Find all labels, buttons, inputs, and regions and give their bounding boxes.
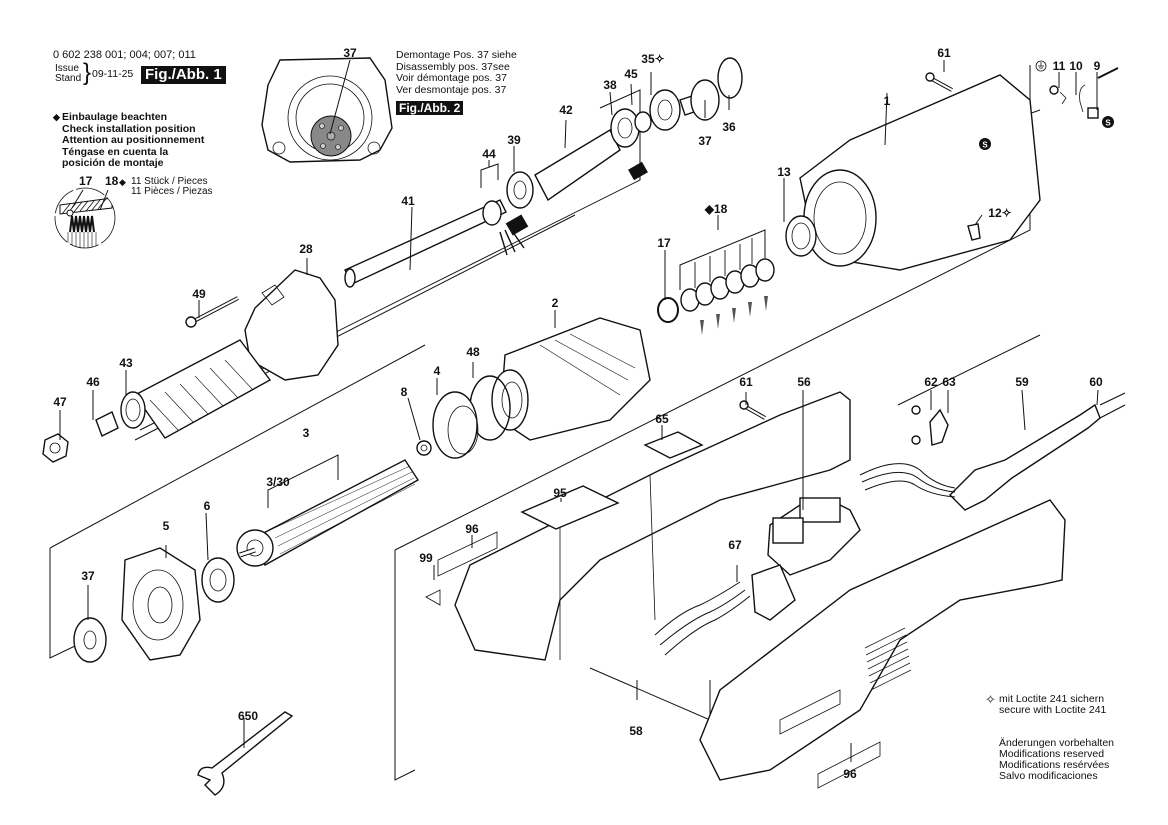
modifications-line: Modifications resérvées [999, 759, 1110, 771]
label-56: 56 [797, 375, 811, 389]
label-60: 60 [1089, 375, 1103, 389]
label-6: 6 [204, 499, 211, 513]
label-3-30: 3/30 [266, 475, 290, 489]
label-48: 48 [466, 345, 480, 359]
label-45: 45 [624, 67, 638, 81]
installation-note-line: posición de montaje [62, 157, 164, 169]
label-42: 42 [559, 103, 573, 117]
diamond-bullet-icon: ◆ [53, 112, 60, 122]
disassembly-note-line: Voir démontage pos. 37 [396, 72, 507, 84]
label-12: 12✧ [988, 206, 1011, 220]
detail-inset-icon [54, 187, 116, 249]
label-36: 36 [722, 120, 736, 134]
label-37-fig2: 37 [343, 46, 357, 60]
motor-housing: S S [785, 67, 1119, 271]
inset-label-17: 17 [79, 174, 93, 188]
label-58: 58 [629, 724, 643, 738]
label-13: 13 [777, 165, 791, 179]
label-47: 47 [53, 395, 67, 409]
label-67: 67 [728, 538, 742, 552]
nose-housing [42, 269, 339, 463]
label-41: 41 [401, 194, 415, 208]
installation-note-line: Attention au positionnement [62, 134, 205, 146]
label-28: 28 [299, 242, 313, 256]
s-badge-icon: S [1105, 119, 1111, 128]
issue-date: 09-11-25 [92, 68, 134, 80]
label-37-top: 37 [698, 134, 712, 148]
label-17: 17 [657, 236, 671, 250]
rear-end-assembly [73, 547, 294, 796]
loctite-line-2: secure with Loctite 241 [999, 704, 1107, 716]
label-37-bottom: 37 [81, 569, 95, 583]
label-2: 2 [552, 296, 559, 310]
issue-label: Issue [55, 63, 79, 74]
label-46: 46 [86, 375, 100, 389]
inset-label-18: 18 [105, 174, 119, 188]
part-labels: 37 61 11 10 9 35✧ 45 38 42 36 37 1 13 12… [53, 46, 1103, 781]
label-39: 39 [507, 133, 521, 147]
s-badge-icon: S [982, 141, 988, 150]
installation-note-line: Check installation position [62, 122, 196, 135]
installation-note-line: Einbaulage beachten [62, 111, 168, 123]
lower-housing [425, 391, 861, 661]
end-plate-fig2 [261, 57, 393, 163]
disassembly-note-line: Disassembly pos. 37see [396, 60, 510, 73]
part-numbers: 0 602 238 001; 004; 007; 011 [53, 49, 196, 61]
brace: } [83, 59, 92, 86]
loctite-line-1: mit Loctite 241 sichern [999, 693, 1105, 705]
label-10: 10 [1069, 59, 1083, 73]
loctite-star-icon: ✧ [985, 692, 996, 707]
label-96-bottom: 96 [843, 767, 857, 781]
label-59: 59 [1015, 375, 1029, 389]
label-5: 5 [163, 519, 170, 533]
label-4: 4 [434, 364, 441, 378]
installation-note-line: Téngase en cuenta la [62, 145, 169, 158]
figure-badge-2: Fig./Abb. 2 [396, 101, 464, 115]
modifications-line: Änderungen vorbehalten [999, 737, 1115, 749]
label-650: 650 [238, 709, 258, 723]
label-1: 1 [884, 94, 891, 108]
label-44: 44 [482, 147, 496, 161]
modifications-line: Modifications reserved [999, 748, 1105, 760]
label-3: 3 [303, 426, 310, 440]
label-61-top: 61 [937, 46, 951, 60]
label-18: ◆18 [704, 202, 728, 216]
label-35: 35✧ [641, 52, 664, 66]
label-63: 63 [942, 375, 956, 389]
label-38: 38 [603, 78, 617, 92]
label-49: 49 [192, 287, 206, 301]
label-62: 62 [924, 375, 938, 389]
inset-qty-line-2: 11 Pièces / Piezas [131, 186, 213, 197]
label-99: 99 [419, 551, 433, 565]
label-95: 95 [553, 486, 567, 500]
disassembly-note-line: Ver desmontaje pos. 37 [396, 83, 507, 96]
label-96-left: 96 [465, 522, 479, 536]
stand-label: Stand [55, 73, 82, 84]
spindle-assembly [344, 57, 743, 288]
armature-assembly [236, 317, 651, 567]
label-43: 43 [119, 356, 133, 370]
brush-springs [657, 229, 775, 335]
inset-qty-line-1: 11 Stück / Pieces [131, 176, 208, 187]
label-8: 8 [401, 385, 408, 399]
ground-symbol-icon [1035, 60, 1047, 72]
figure-badge-1: Fig./Abb. 1 [141, 66, 226, 84]
label-11: 11 [1053, 59, 1066, 73]
diamond-bullet-icon: ◆ [119, 177, 126, 187]
label-9: 9 [1094, 59, 1101, 73]
issue-stand-label: Issue Stand [55, 64, 81, 84]
modifications-line: Salvo modificaciones [999, 770, 1098, 782]
handle-cover [699, 392, 1126, 789]
label-65: 65 [655, 412, 669, 426]
disassembly-note-line: Demontage Pos. 37 siehe [396, 49, 517, 61]
leader-lines [59, 60, 1099, 762]
label-61-mid: 61 [739, 375, 753, 389]
